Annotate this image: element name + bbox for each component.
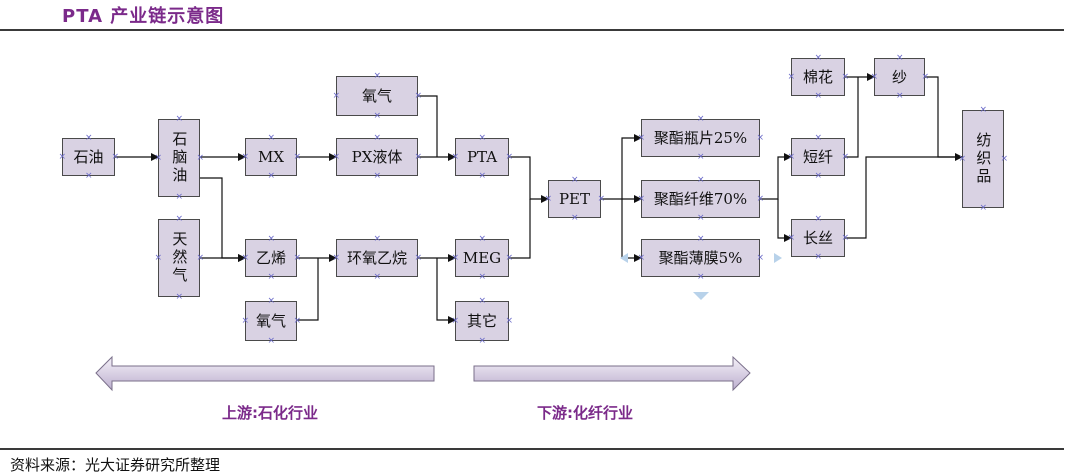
top-rule: [0, 29, 1064, 31]
node-label: 石油: [73, 147, 104, 166]
node-tianranqi[interactable]: 天然气: [158, 219, 200, 297]
node-duanxian[interactable]: 短纤: [791, 138, 845, 176]
downstream-arrow: [473, 355, 751, 392]
selection-marker-bottom: [693, 292, 709, 300]
node-yangqi-top[interactable]: 氧气: [336, 76, 418, 116]
node-label: 其它: [466, 311, 497, 330]
node-label: 聚酯瓶片25%: [653, 128, 748, 147]
node-changsi[interactable]: 长丝: [791, 219, 845, 257]
node-pingpian[interactable]: 聚酯瓶片25%: [641, 119, 760, 157]
connector-changsi-fangzhipin: [845, 156, 962, 239]
downstream-label: 下游:化纤行业: [537, 404, 633, 422]
node-label: 纺织品: [974, 132, 993, 186]
connector-xianwei-duanxian: [760, 153, 792, 200]
node-yixi[interactable]: 乙烯: [245, 239, 297, 277]
node-label: 环氧乙烷: [346, 248, 407, 267]
node-pet[interactable]: PET: [548, 180, 601, 218]
node-label: 短纤: [802, 147, 833, 166]
node-label: 天然气: [170, 231, 189, 285]
connector-meg-pet: [509, 199, 531, 259]
node-fangzhipin[interactable]: 纺织品: [962, 110, 1004, 208]
connector-duanxian-sha: [845, 77, 859, 158]
node-label: PX液体: [351, 147, 403, 166]
connector-pet-bomo: [621, 199, 642, 262]
node-label: PTA: [466, 147, 498, 166]
node-qita[interactable]: 其它: [455, 301, 509, 341]
source-note: 资料来源：光大证券研究所整理: [10, 456, 221, 474]
node-shinaoyou[interactable]: 石脑油: [158, 119, 200, 197]
node-huanyang[interactable]: 环氧乙烷: [336, 239, 418, 277]
node-label: MEG: [462, 248, 502, 267]
node-mx[interactable]: MX: [245, 138, 297, 176]
node-px[interactable]: PX液体: [336, 138, 418, 176]
node-yangqi-bottom[interactable]: 氧气: [245, 301, 297, 341]
node-label: MX: [257, 147, 285, 166]
node-label: 氧气: [361, 86, 392, 105]
selection-marker-right: [774, 253, 782, 263]
connector-xianwei-changsi: [777, 199, 792, 242]
connector-pet-pingpian: [621, 134, 642, 199]
node-label: 棉花: [802, 67, 833, 86]
node-bomo[interactable]: 聚酯薄膜5%: [641, 239, 760, 277]
connector-huanyang-qita: [436, 258, 456, 324]
node-label: 长丝: [802, 228, 833, 247]
connector-yangqi2-merge: [297, 258, 319, 321]
connector-shinaoyou-yixi: [200, 177, 246, 262]
node-label: 乙烯: [255, 248, 286, 267]
node-label: 聚酯薄膜5%: [658, 248, 743, 267]
node-label: 纱: [891, 67, 907, 86]
upstream-label: 上游:石化行业: [222, 404, 318, 422]
node-label: 氧气: [255, 311, 286, 330]
upstream-arrow: [95, 355, 435, 392]
node-label: 聚酯纤维70%: [653, 189, 748, 208]
node-mianhua[interactable]: 棉花: [791, 58, 845, 96]
node-meg[interactable]: MEG: [455, 239, 509, 277]
node-pta[interactable]: PTA: [455, 138, 509, 176]
page-title: PTA 产业链示意图: [62, 6, 225, 27]
connector-yangqi1-merge: [418, 95, 438, 157]
node-shiyou[interactable]: 石油: [62, 138, 115, 176]
connector-pta-pet: [509, 156, 549, 203]
node-sha[interactable]: 纱: [874, 58, 925, 96]
node-label: PET: [558, 189, 591, 208]
selection-marker-left: [620, 253, 628, 263]
node-xianwei[interactable]: 聚酯纤维70%: [641, 180, 760, 218]
bottom-rule: [0, 448, 1064, 450]
node-label: 石脑油: [170, 131, 189, 185]
connector-sha-fangzhipin: [925, 76, 963, 161]
